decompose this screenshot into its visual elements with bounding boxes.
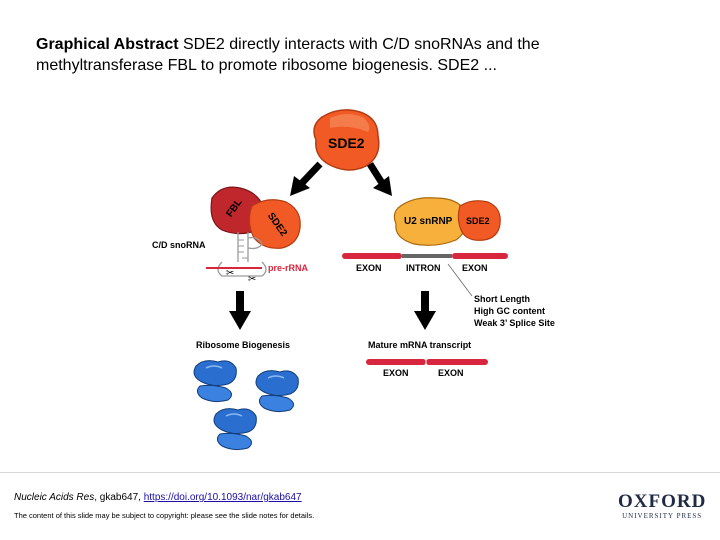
high-gc-label: High GC content [474,306,545,316]
sde2-top-protein: SDE2 [313,109,380,171]
oxford-logo-line1: OXFORD [618,491,707,512]
scissors-icon: ✂ [248,274,256,285]
u2-snrnp-protein: U2 snRNP [393,197,468,246]
oxford-logo: OXFORD UNIVERSITY PRESS [618,492,706,520]
arrow-right-down [367,162,392,196]
weak-splice-label: Weak 3’ Splice Site [474,318,555,328]
ribosome-cluster [193,360,299,451]
exon-right-label: EXON [462,263,488,273]
cd-snorna-label: C/D snoRNA [152,240,206,250]
citation: Nucleic Acids Res, gkab647, https://doi.… [14,492,302,503]
ribosome-icon [193,360,237,403]
ribosome-biogenesis-label: Ribosome Biogenesis [196,340,290,350]
scissors-icon: ✂ [226,268,234,279]
short-length-label: Short Length [474,294,530,304]
intron-label: INTRON [406,263,441,273]
mature-exon-2-label: EXON [438,368,464,378]
footer-divider [0,472,720,473]
mature-mrna [366,358,488,366]
mature-exon-1-label: EXON [383,368,409,378]
cd-snorna-structure [217,232,267,277]
ribosome-icon [255,370,299,413]
copyright-notice: The content of this slide may be subject… [14,511,315,520]
arrow-left-down [290,161,323,196]
pre-mrna [342,253,508,259]
title-text: SDE2 directly interacts with C/D snoRNAs… [36,36,540,74]
title-bold: Graphical Abstract [36,36,179,53]
intron-pointer-line [447,263,473,297]
pre-rrna-label: pre-rRNA [268,263,309,273]
journal-name: Nucleic Acids Res [14,492,95,503]
arrow-down-right [414,291,436,330]
sde2-top-label: SDE2 [328,135,365,151]
mature-mrna-label: Mature mRNA transcript [368,340,471,350]
ribosome-icon [213,408,257,451]
sde2-right-protein: SDE2 [457,200,501,241]
u2-snrnp-label: U2 snRNP [404,216,453,227]
graphical-abstract-diagram: SDE2 FBL SDE2 C/D snoRNA pre-rRNA ✂ ✂ Ri… [152,109,555,451]
exon-left-label: EXON [356,263,382,273]
oxford-logo-line2: UNIVERSITY PRESS [622,512,703,520]
slide-title: Graphical Abstract SDE2 directly interac… [36,34,596,76]
sde2-right-label: SDE2 [466,216,490,226]
sde2-left-protein: SDE2 [248,199,301,249]
arrow-down-left [229,291,251,330]
doi-link[interactable]: https://doi.org/10.1093/nar/gkab647 [143,492,302,503]
article-id: , gkab647, [94,492,144,503]
